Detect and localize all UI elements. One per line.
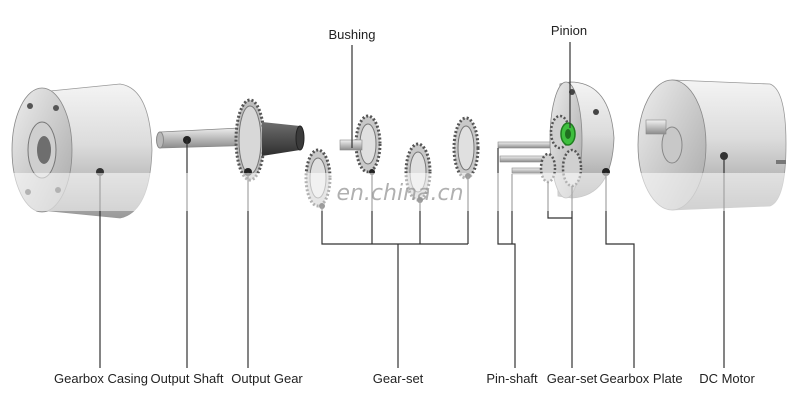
gear-2	[339, 114, 382, 175]
gear-4	[452, 116, 480, 180]
label-pin-shaft: Pin-shaft	[486, 371, 538, 386]
pinion	[560, 122, 576, 146]
label-gearbox-casing: Gearbox Casing	[54, 371, 148, 386]
label-bushing: Bushing	[328, 27, 376, 42]
label-dc-motor: DC Motor	[699, 371, 755, 386]
watermark-band: en.china.cn	[0, 173, 800, 211]
output-gear	[234, 98, 305, 182]
label-gear-set-left: Gear-set	[372, 371, 424, 386]
label-pinion: Pinion	[550, 23, 588, 38]
label-gear-set-right: Gear-set	[546, 371, 598, 386]
label-output-shaft: Output Shaft	[150, 371, 224, 386]
watermark-text: en.china.cn	[336, 181, 464, 206]
label-output-gear: Output Gear	[231, 371, 303, 386]
leader-gear-set-bracket	[321, 206, 468, 245]
label-gearbox-plate: Gearbox Plate	[599, 371, 683, 386]
